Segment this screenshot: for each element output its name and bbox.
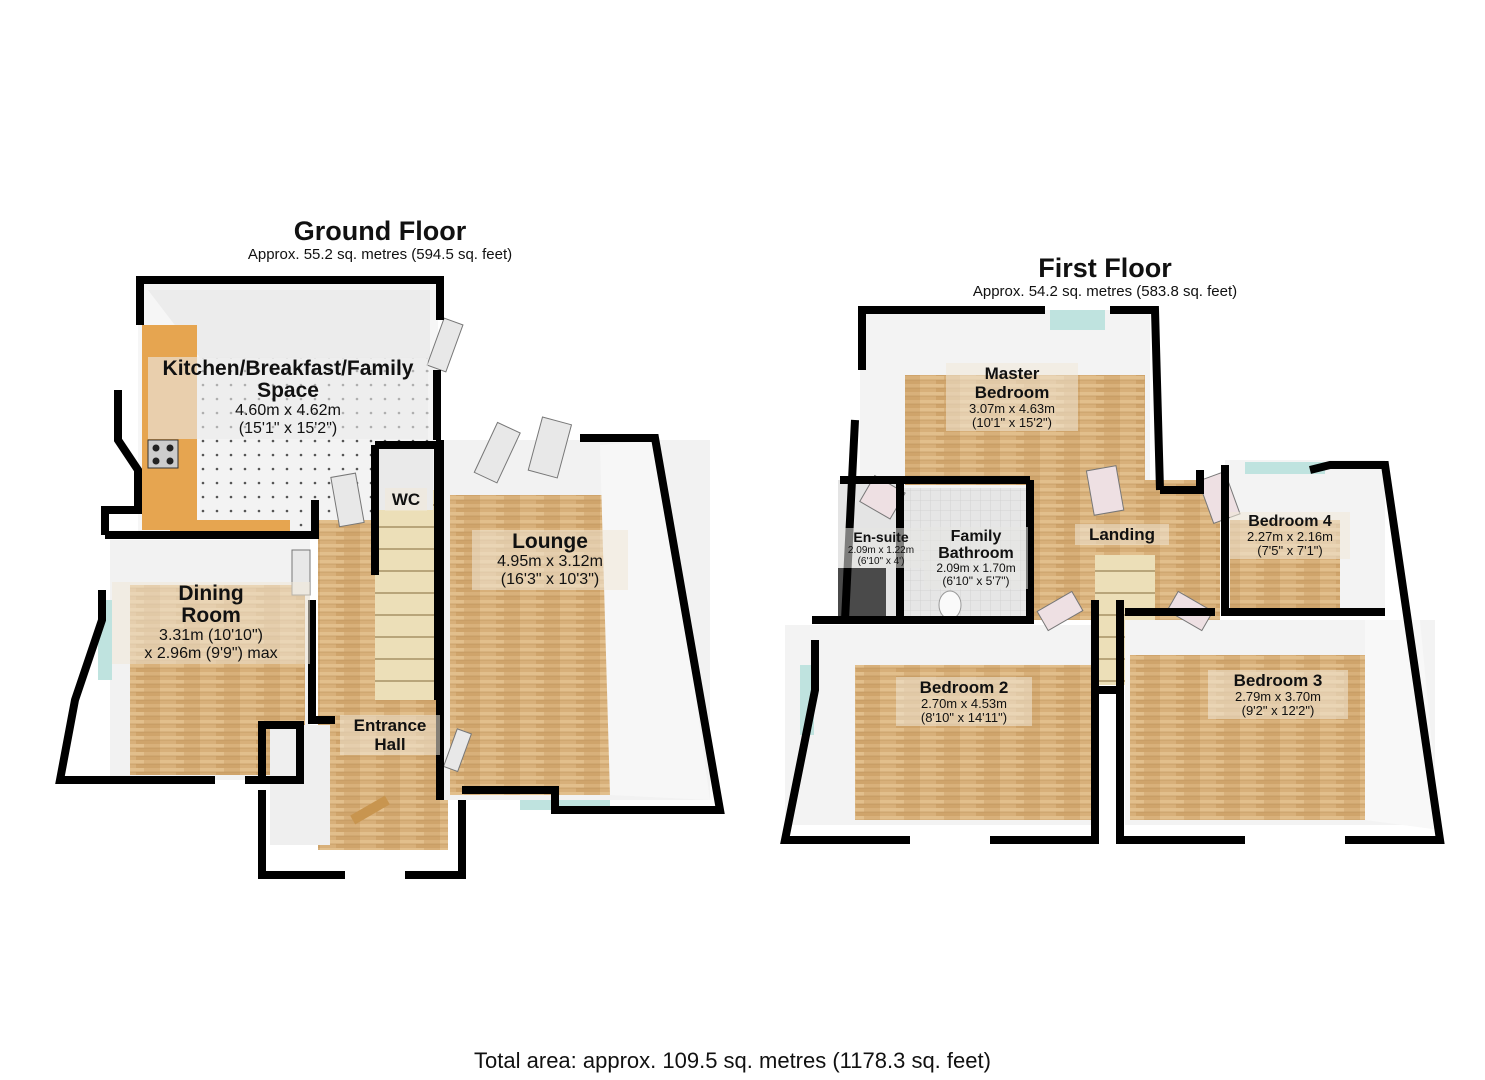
lounge-name: Lounge [512,530,588,553]
master-bedroom-label: Master Bedroom 3.07m x 4.63m (10'1" x 15… [946,363,1078,431]
bedroom3-label: Bedroom 3 2.79m x 3.70m (9'2" x 12'2") [1208,670,1348,719]
lounge-label: Lounge 4.95m x 3.12m (16'3" x 10'3") [472,530,628,590]
bedroom2-label: Bedroom 2 2.70m x 4.53m (8'10" x 14'11") [896,677,1032,726]
dining-name-line2: Room [181,604,241,627]
first-floor-plan [780,306,1445,844]
wc-label: WC [385,488,427,511]
kitchen-dim-imperial: (15'1" x 15'2") [238,420,338,437]
kitchen-name-line2: Space [257,379,319,402]
dining-room-label: Dining Room 3.31m (10'10") x 2.96m (9'9"… [112,582,310,664]
entrance-hall-label: Entrance Hall [340,715,440,755]
en-suite-name: En-suite [853,529,909,545]
dining-dim-imperial: x 2.96m (9'9") max [144,645,278,662]
bedroom4-label: Bedroom 4 2.27m x 2.16m (7'5" x 7'1") [1230,512,1350,559]
dining-dim-metric: 3.31m (10'10") [159,627,263,644]
en-suite-label: En-suite 2.09m x 1.22m (6'10" x 4') [840,528,922,568]
entrance-hall [270,490,448,850]
wc-name: WC [391,490,421,509]
ground-floor-heading: Ground Floor Approx. 55.2 sq. metres (59… [220,216,540,264]
first-floor-area: Approx. 54.2 sq. metres (583.8 sq. feet) [972,283,1238,300]
bedroom2-room [785,625,1095,825]
landing-name: Landing [1088,525,1156,544]
lounge-dim-imperial: (16'3" x 10'3") [500,571,600,588]
landing-label: Landing [1075,524,1169,545]
first-floor-heading: First Floor Approx. 54.2 sq. metres (583… [940,253,1270,301]
first-floor-title: First Floor [1038,253,1172,283]
total-area: Total area: approx. 109.5 sq. metres (11… [474,1048,991,1073]
bedroom3-name: Bedroom 3 [1233,671,1323,690]
kitchen-dim-metric: 4.60m x 4.62m [235,402,341,419]
bedroom3-room [1125,620,1440,830]
family-bathroom-dim-imperial: (6'10" x 5'7") [942,574,1010,588]
master-bedroom-name: Master [984,364,1040,383]
ground-floor-title: Ground Floor [293,216,467,246]
en-suite-dim-metric: 2.09m x 1.22m [847,545,915,556]
master-bedroom-dim-imperial: (10'1" x 15'2") [972,415,1052,430]
bedroom4-dim-imperial: (7'5" x 7'1") [1257,543,1323,558]
en-suite-dim-imperial: (6'10" x 4') [857,556,905,567]
master-bedroom-dim-metric: 3.07m x 4.63m [969,401,1055,416]
bedroom2-dim-metric: 2.70m x 4.53m [921,696,1007,711]
lounge-room [440,440,710,810]
bedroom3-dim-metric: 2.79m x 3.70m [1235,689,1321,704]
ground-floor-area: Approx. 55.2 sq. metres (594.5 sq. feet) [247,246,513,263]
lounge-dim-metric: 4.95m x 3.12m [497,553,603,570]
kitchen-label: Kitchen/Breakfast/Family Space 4.60m x 4… [148,357,428,439]
bedroom4-name: Bedroom 4 [1248,513,1332,530]
family-bathroom-dim-metric: 2.09m x 1.70m [936,561,1016,575]
bedroom3-dim-imperial: (9'2" x 12'2") [1241,703,1315,718]
bedroom2-name: Bedroom 2 [919,678,1009,697]
bedroom4-dim-metric: 2.27m x 2.16m [1247,529,1333,544]
dining-name: Dining [178,582,244,605]
entrance-hall-name: Entrance [353,716,427,735]
entrance-hall-name-line2: Hall [374,735,406,754]
family-bathroom-name: Family [950,528,1002,545]
family-bathroom-name-line2: Bathroom [938,545,1014,562]
bedroom2-dim-imperial: (8'10" x 14'11") [920,710,1008,725]
master-bedroom-name-line2: Bedroom [974,383,1050,402]
kitchen-name: Kitchen/Breakfast/Family [162,357,414,380]
family-bathroom-label: Family Bathroom 2.09m x 1.70m (6'10" x 5… [924,527,1028,589]
